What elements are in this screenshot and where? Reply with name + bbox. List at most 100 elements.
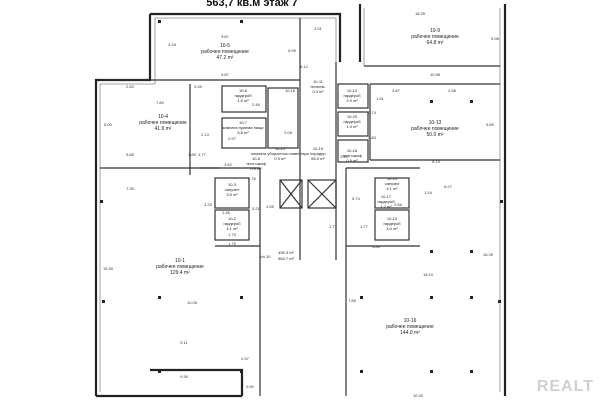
room-10-11-area: 0.3 m²	[312, 89, 324, 94]
room-10-6-area: 1.9 m²	[237, 98, 249, 103]
room-10-9-area: 64.8 m²	[427, 40, 444, 46]
dimension-label: 5.98	[491, 36, 500, 41]
dimension-label: 5.89	[486, 122, 495, 127]
dimension-label: 9.39	[180, 374, 189, 379]
dimension-label: 5.68	[126, 152, 135, 157]
dimension-label: 1.77	[198, 152, 207, 157]
dimension-label: 1.16	[424, 190, 433, 195]
room-10-11-number: 10-11	[313, 79, 324, 84]
dimension-label: 9.87	[221, 34, 230, 39]
room-10-17-number: 10-17	[381, 194, 392, 199]
dimension-labels: 18.399.879.874.188.122.015.995.9810.963.…	[103, 11, 500, 398]
dimension-label: 2.13	[201, 132, 210, 137]
dimension-label: 10.05	[187, 300, 198, 305]
room-10-20-area: 1.9 m²	[346, 124, 358, 129]
room-10-12-number: 10-12	[347, 88, 358, 93]
dimension-label: 8.19	[432, 159, 441, 164]
column-markers	[100, 20, 503, 373]
dimension-label: 7.85	[348, 298, 357, 303]
dimension-label: 1.89	[188, 152, 197, 157]
room-10-7-name: комната приема пищи	[222, 125, 263, 130]
dimension-label: 5.21	[252, 206, 261, 211]
room-10-1-name: рабочее помещение	[156, 264, 204, 270]
room-10-16-number: 10-16	[404, 318, 417, 324]
dimension-label: 0.74	[368, 110, 377, 115]
summary-area-a: 499.3 m²	[278, 250, 294, 255]
room-10-6-name: гардероб	[234, 93, 252, 98]
room-10-17-name: гардероб	[377, 199, 395, 204]
room-10-4-area: 41.9 m²	[155, 126, 172, 132]
dimension-label: 5.74	[352, 196, 361, 201]
dimension-label: 8.12	[300, 64, 309, 69]
room-10-3-area: 3.9 m²	[226, 192, 238, 197]
room-10-18-number: 10-18	[347, 148, 358, 153]
room-10-9-name: рабочее помещение	[411, 34, 459, 40]
dimension-label: 1.46	[222, 210, 231, 215]
dimension-label: 15.30	[103, 266, 114, 271]
room-10-1-area: 129.4 m²	[170, 270, 190, 276]
dimension-label: 2.01	[314, 26, 323, 31]
room-10-19-number: 10-19	[313, 146, 324, 151]
floor-summary: к/п 10 499.3 m² 563.7 m²	[260, 250, 295, 261]
room-10-7-area: 5.6 m²	[237, 130, 249, 135]
dimension-label: 1.76	[248, 176, 257, 181]
room-10-13-area: 50.0 m²	[427, 132, 444, 138]
dimension-label: 4.18	[168, 42, 177, 47]
room-10-8-area: 0.9 m²	[250, 166, 262, 171]
plan-title: 563,7 кв.м этаж 7	[206, 0, 298, 9]
room-10-12-name: гардероб	[343, 93, 361, 98]
dimension-label: 4.55	[266, 204, 275, 209]
dimension-label: 1.73	[228, 232, 237, 237]
room-10-10-name: комната уборочного инвентаря	[251, 151, 309, 156]
dimension-label: 1.75	[228, 241, 237, 246]
dimension-label: 3.84	[372, 244, 381, 249]
dimension-label: 1.77	[360, 224, 369, 229]
dimension-label: 5.99	[288, 48, 297, 53]
dimension-label: 2.60	[126, 84, 135, 89]
room-10-16-name: рабочее помещение	[386, 324, 434, 330]
room-10-3-number: 10-3	[228, 182, 237, 187]
room-10-12-area: 2.9 m²	[346, 98, 358, 103]
room-10-5-name: рабочее помещение	[201, 49, 249, 55]
room-10-16-area: 144.0 m²	[400, 330, 420, 336]
room-10-1-number: 10-1	[175, 258, 185, 264]
watermark-logo: REALT	[536, 378, 594, 395]
dimension-label: 10.96	[430, 72, 441, 77]
room-10-2-area: 4.1 m²	[226, 226, 238, 231]
dimension-label: 2.58	[448, 88, 457, 93]
dimension-label: 9.11	[180, 340, 188, 345]
room-10-4-name: рабочее помещение	[139, 120, 187, 126]
room-10-14-number: 10-14	[387, 176, 398, 181]
room-10-10-area: 0.9 m²	[274, 156, 286, 161]
dimension-label: 3.25	[204, 202, 213, 207]
room-10-15-name: гардероб	[383, 221, 401, 226]
dimension-label: 2.66	[394, 202, 403, 207]
room-10-19-name: коридор	[310, 151, 326, 156]
room-10-14-area: 4.1 m²	[386, 186, 398, 191]
interior-walls	[100, 18, 500, 396]
room-10-20-number: 10-20	[347, 114, 358, 119]
room-10-13-number: 10-13	[429, 120, 442, 126]
dimension-label: 6.00	[104, 122, 113, 127]
dimension-label: 18.39	[415, 11, 426, 16]
dimension-label: 4.39	[194, 84, 203, 89]
dimension-label: 2.97	[228, 136, 237, 141]
dimension-label: 0.90	[246, 384, 255, 389]
room-10-9-number: 10-9	[430, 28, 440, 34]
dimension-label: 0.83	[368, 135, 377, 140]
room-10-13-name: рабочее помещение	[411, 126, 459, 132]
room-10-8-name: техн.шкаф	[246, 161, 267, 166]
room-10-2-number: 10-2	[228, 216, 237, 221]
room-10-17-area: 1.2 m²	[380, 204, 392, 209]
dimension-label: 1.51	[376, 96, 385, 101]
dimension-label: 10.18	[285, 88, 296, 93]
summary-label: к/п 10	[260, 254, 271, 259]
room-10-14-name: санузел	[385, 181, 400, 186]
room-10-6-number: 10-6	[239, 88, 248, 93]
dimension-label: 2.08	[284, 130, 293, 135]
room-10-5-area: 47.2 m²	[217, 55, 234, 61]
summary-area-b: 563.7 m²	[278, 256, 294, 261]
room-10-5-number: 10-5	[220, 43, 230, 49]
room-10-8-number: 10-8	[252, 156, 261, 161]
